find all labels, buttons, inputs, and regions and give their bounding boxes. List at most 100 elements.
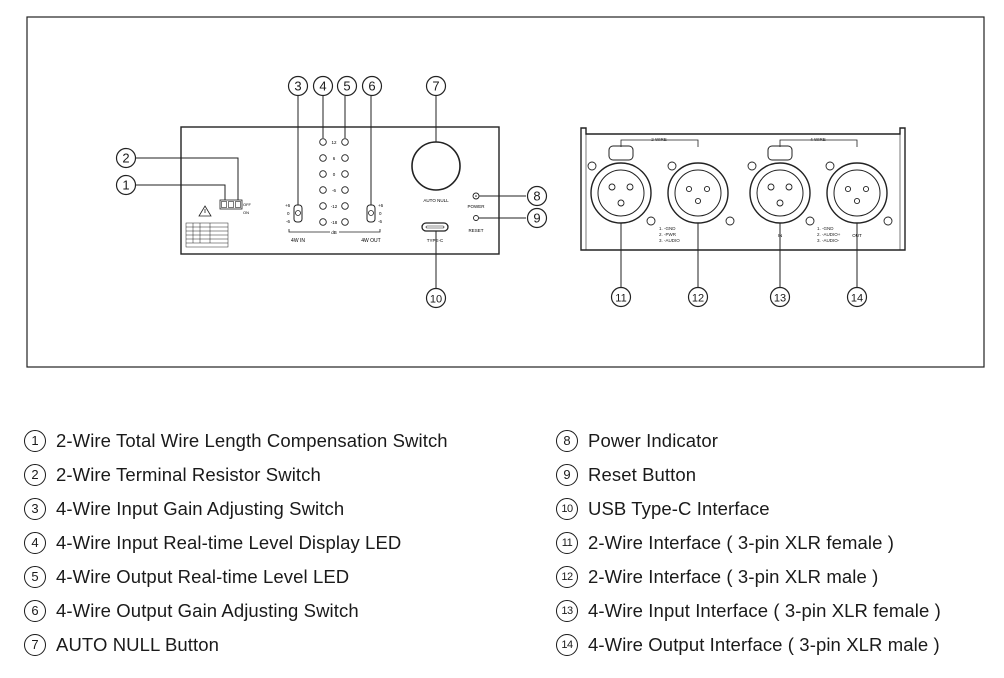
legend-number: 12 [556,566,578,588]
legend-text: 4-Wire Input Real-time Level Display LED [56,532,402,553]
legend-item: 10 USB Type-C Interface [556,492,941,526]
callout-10: 10 [425,287,447,309]
legend-text: 4-Wire Input Interface ( 3-pin XLR femal… [588,600,941,621]
legend-item: 9 Reset Button [556,458,941,492]
svg-text:3: 3 [294,79,301,94]
led-label-minus18: -18 [331,220,338,225]
typec-label: TYPE-C [427,238,444,243]
reset-button [473,215,479,221]
led-label-minus6: -6 [332,188,336,193]
in-gain-0: 0 [287,211,290,216]
svg-text:11: 11 [615,293,626,305]
two-wire-label: 2 WIRE [651,137,667,142]
callout-8: 8 [526,185,548,207]
legend-text: AUTO NULL Button [56,634,220,655]
legend-number: 1 [24,430,46,452]
legend-text: Power Indicator [588,430,719,451]
legend-number: 6 [24,600,46,622]
level-led-columns [319,138,349,226]
callout-5: 5 [336,75,358,97]
svg-text:12: 12 [692,293,704,305]
legend-text: USB Type-C Interface [588,498,770,519]
four-wire-label: 4 WIRE [810,137,826,142]
legend-number: 3 [24,498,46,520]
db-label: dB [331,230,337,235]
warning-icon [198,205,212,217]
legend-item: 3 4-Wire Input Gain Adjusting Switch [24,492,448,526]
legend-number: 2 [24,464,46,486]
legend-item: 6 4-Wire Output Gain Adjusting Switch [24,594,448,628]
callout-13: 13 [769,286,791,308]
svg-text:5: 5 [343,79,350,94]
callout-leaders [136,96,858,288]
svg-text:1: 1 [122,178,129,193]
mounting-screws [587,161,893,226]
svg-text:8: 8 [533,189,540,204]
out-gain-0: 0 [379,211,382,216]
4w-in-label: 4W IN [291,238,305,244]
4w-out-label: 4W OUT [361,238,380,244]
two-wire-pin-2: 2. -PWR [659,232,677,237]
legend-number: 9 [556,464,578,486]
legend-number: 7 [24,634,46,656]
svg-text:9: 9 [533,211,540,226]
xlr-female-4w-in [749,145,811,224]
callout-12: 12 [687,286,709,308]
diagram-frame [26,16,985,368]
legend-number: 10 [556,498,578,520]
callout-14: 14 [846,286,868,308]
legend-item: 7 AUTO NULL Button [24,628,448,662]
two-wire-pin-3: 3. -AUDIO [659,238,680,243]
resistor-off-label: OFF [243,202,252,207]
legend-item: 1 2-Wire Total Wire Length Compensation S… [24,424,448,458]
legend-item: 11 2-Wire Interface ( 3-pin XLR female ) [556,526,941,560]
legend-text: 4-Wire Output Interface ( 3-pin XLR male… [588,634,940,655]
led-label-0: 0 [333,172,336,177]
in-gain-minus6: -6 [286,219,290,224]
reset-label: RESET [468,228,483,233]
legend-text: 4-Wire Output Gain Adjusting Switch [56,600,359,621]
callout-1: 1 [115,174,137,196]
usb-c-port [421,222,449,232]
legend-item: 12 2-Wire Interface ( 3-pin XLR male ) [556,560,941,594]
callout-7: 7 [425,75,447,97]
callout-6: 6 [361,75,383,97]
out-gain-plus6: +6 [378,203,384,208]
svg-text:6: 6 [368,79,375,94]
callout-3: 3 [287,75,309,97]
xlr-female-2w [590,145,652,224]
dip-switch-block: OFF ON [219,199,252,215]
legend-text: 2-Wire Total Wire Length Compensation Sw… [56,430,448,451]
resistor-on-label: ON [243,210,249,215]
legend-text: 4-Wire Output Real-time Level LED [56,566,350,587]
led-label-6: 6 [333,156,336,161]
legend-text: 2-Wire Terminal Resistor Switch [56,464,321,485]
four-wire-pin-2: 2. -AUDIO+ [817,232,841,237]
legend-number: 14 [556,634,578,656]
callout-4: 4 [312,75,334,97]
legend-text: 4-Wire Input Gain Adjusting Switch [56,498,345,519]
four-wire-pin-3: 3. -AUDIO- [817,238,840,243]
output-gain-switch: +6 0 -6 [366,203,384,224]
input-gain-switch: +6 0 -6 [285,203,303,224]
led-label-minus12: -12 [331,204,338,209]
svg-text:2: 2 [122,151,129,166]
front-panel: OFF ON +6 0 -6 [180,126,500,255]
xlr-male-4w-out [826,162,888,224]
legend-text: 2-Wire Interface ( 3-pin XLR male ) [588,566,879,587]
legend-number: 11 [556,532,578,554]
callout-9: 9 [526,207,548,229]
svg-text:7: 7 [432,79,439,94]
legend-text: 2-Wire Interface ( 3-pin XLR female ) [588,532,894,553]
svg-text:13: 13 [774,293,786,305]
compensation-table [185,222,229,248]
callout-11: 11 [610,286,632,308]
device-diagram: OFF ON +6 0 -6 [26,16,985,368]
legend-number: 5 [24,566,46,588]
svg-text:14: 14 [851,293,863,305]
legend-text: Reset Button [588,464,697,485]
